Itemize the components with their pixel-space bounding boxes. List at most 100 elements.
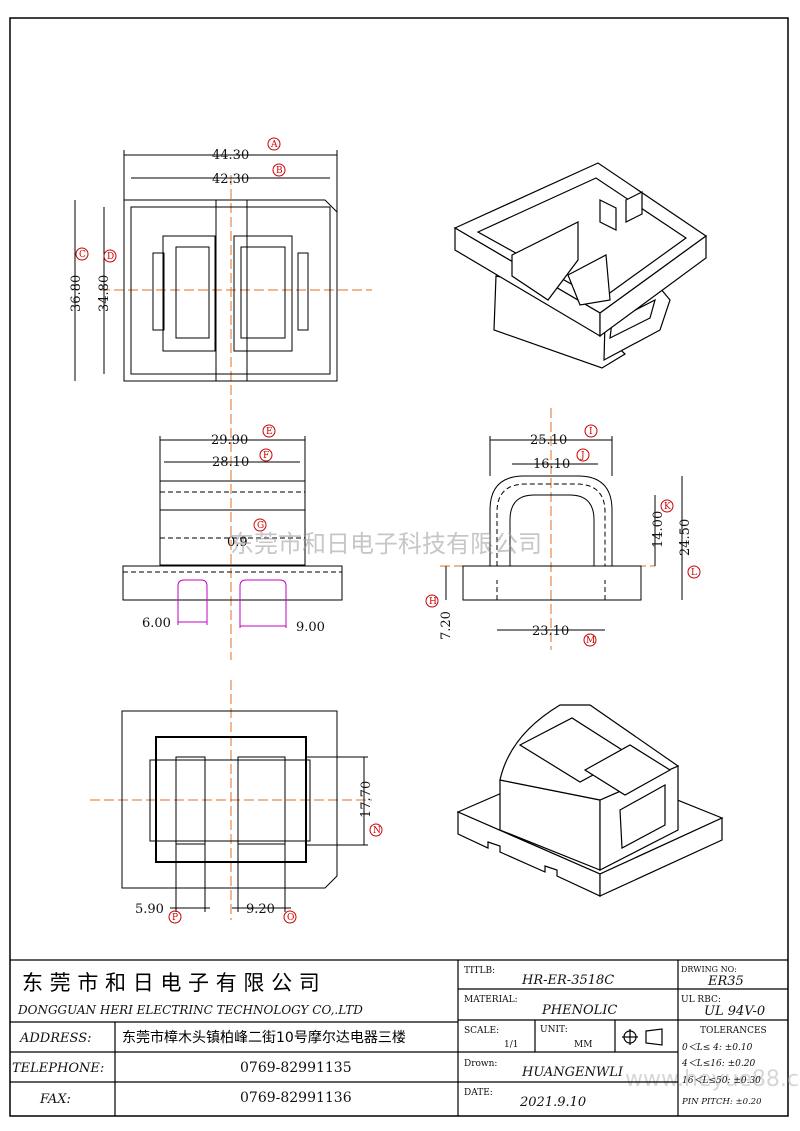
label-circle-l [687, 565, 701, 579]
label-circle-i [584, 424, 598, 438]
address-label: ADDRESS: [19, 1031, 91, 1046]
label-m: M [586, 636, 595, 646]
tolerance-2: 4＜L≤16: ±0.20 [681, 1059, 755, 1069]
tab-right [297, 252, 309, 331]
dim-0-9: 0.9 [227, 535, 248, 550]
iso1-notch-2 [625, 191, 643, 223]
fax-value: 0769-82991136 [240, 1090, 352, 1106]
side-arch-outer [489, 475, 613, 566]
label-circle-d [103, 249, 117, 263]
label-i: I [589, 427, 593, 437]
dim-29-90: 29.90 [211, 433, 248, 448]
iso2-base-side [599, 817, 723, 897]
title-block [10, 959, 788, 1116]
label-p: P [172, 913, 178, 923]
dim-34-80: 34.80 [97, 275, 112, 312]
material-label: MATERIAL: [464, 995, 518, 1005]
tolerances-label: TOLERANCES [700, 1026, 767, 1036]
label-j: J [580, 451, 585, 461]
scale-label: SCALE: [464, 1026, 499, 1036]
date-value: 2021.9.10 [519, 1095, 586, 1110]
address-value: 东莞市樟木头镇柏峰二街10号摩尔达电器三楼 [122, 1029, 406, 1046]
dim-9-00: 9.00 [296, 620, 325, 635]
label-g: G [257, 521, 264, 531]
dim-42-30: 42.30 [212, 172, 249, 187]
inner-outline [130, 206, 331, 375]
isometric-view-bottom [456, 704, 724, 897]
label-circle-h [425, 594, 439, 608]
label-h: H [429, 597, 437, 607]
window-left-outer [162, 235, 216, 352]
tab-left [152, 252, 165, 331]
bottom-frame [155, 736, 307, 863]
drawn-value: HUANGENWLI [521, 1065, 624, 1080]
dim-44-30: 44.30 [212, 148, 249, 163]
label-circle-c [75, 247, 89, 261]
company-name-cn: 东 莞 市 和 日 电 子 有 限 公 司 [22, 971, 320, 995]
label-circle-m [583, 633, 597, 647]
company-name-en: DONGGUAN HERI ELECTRINC TECHNOLOGY CO,.L… [17, 1003, 363, 1017]
front-slot-left [177, 579, 208, 600]
label-l: L [691, 568, 697, 578]
drawing-no-value: ER35 [707, 974, 744, 989]
unit-label: UNIT: [540, 1025, 568, 1035]
dim-28-10: 28.10 [212, 455, 249, 470]
tolerance-4: PIN PITCH: ±0.20 [681, 1097, 762, 1107]
date-label: DATE: [464, 1088, 493, 1098]
watermark-center: 东莞市和日电子科技有限公司 [230, 530, 542, 558]
dim-17-70: 17.70 [359, 781, 374, 818]
drawing-no-label: DRWING NO: [681, 965, 737, 974]
isometric-view-top [453, 162, 708, 369]
side-arch-inner [509, 494, 595, 566]
label-c: C [79, 250, 86, 260]
tolerance-3: 16＜L≤50: ±0.30 [682, 1076, 761, 1086]
label-circle-e [262, 424, 276, 438]
bottom-pad-left [175, 756, 206, 845]
telephone-label: TELEPHONE: [12, 1061, 104, 1076]
top-view [74, 150, 372, 410]
outer-outline [123, 199, 338, 382]
dim-14-00: 14.00 [651, 511, 666, 548]
window-right-inner [240, 246, 286, 339]
dim-23-10: 23.10 [532, 624, 569, 639]
dim-6-00: 6.00 [142, 616, 171, 631]
side-view [440, 408, 683, 650]
telephone-value: 0769-82991135 [240, 1060, 352, 1076]
iso1-notch [599, 199, 617, 231]
fax-label: FAX: [39, 1092, 71, 1107]
iso1-right-channel [567, 254, 611, 306]
dim-5-90: 5.90 [135, 902, 164, 917]
dim-16-10: 16.10 [533, 457, 570, 472]
unit-value: MM [574, 1040, 592, 1050]
title-label: TITLB: [464, 966, 495, 976]
label-circle-p [168, 910, 182, 924]
label-circle-g [253, 518, 267, 532]
dim-9-20: 9.20 [246, 902, 275, 917]
front-coil-body [159, 480, 306, 566]
label-circle-j [576, 448, 590, 462]
label-circle-b [272, 163, 286, 177]
label-a: A [270, 140, 278, 150]
scale-value: 1/1 [504, 1040, 518, 1050]
iso1-left-channel [511, 221, 579, 301]
side-arch-hidden [496, 483, 606, 566]
dim-24-50: 24.50 [678, 519, 693, 556]
material-value: PHENOLIC [541, 1003, 617, 1018]
dim-25-10: 25.10 [530, 433, 567, 448]
dim-36-80: 36.80 [69, 275, 84, 312]
ul-label: UL RBC: [681, 995, 721, 1005]
label-b: B [276, 166, 283, 176]
label-n: N [373, 826, 381, 836]
bottom-outer [121, 710, 338, 889]
side-base [462, 565, 642, 601]
label-circle-o [283, 910, 297, 924]
front-slot-right [239, 579, 287, 600]
title-value: HR-ER-3518C [521, 973, 614, 988]
sheet-frame [9, 17, 789, 1117]
label-circle-k [660, 499, 674, 513]
projection-cone [645, 1028, 663, 1046]
bottom-pad-right [237, 756, 286, 845]
iso2-window-side [619, 783, 666, 849]
label-e: E [266, 427, 273, 437]
label-circle-f [259, 448, 273, 462]
